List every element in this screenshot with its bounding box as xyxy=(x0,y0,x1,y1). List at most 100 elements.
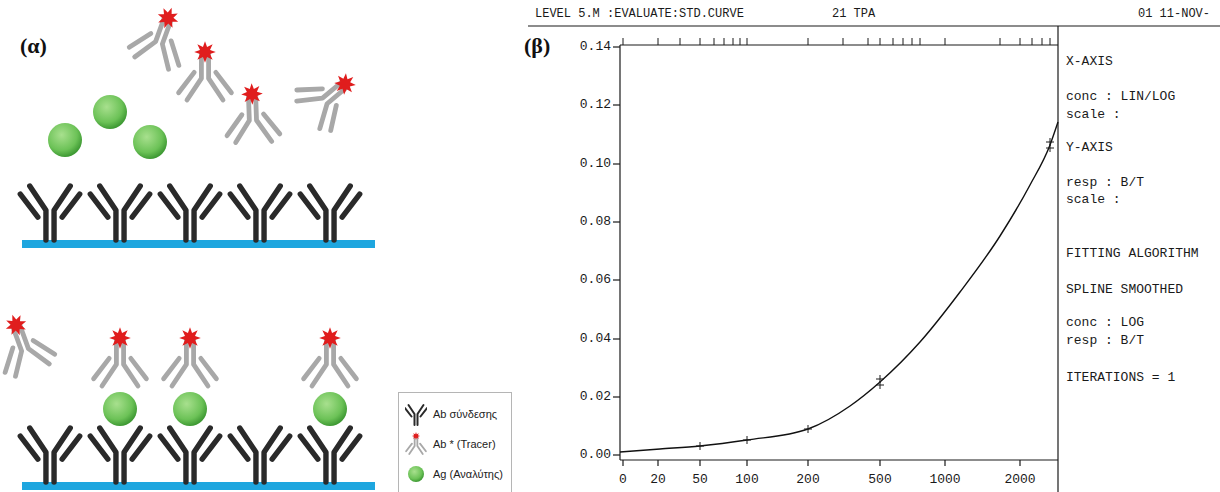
antibody-chain xyxy=(342,436,360,459)
top-minor-tick xyxy=(680,38,681,45)
x-tick-label: 100 xyxy=(735,473,758,487)
x-tick xyxy=(1019,460,1020,466)
tracer-label-star xyxy=(241,83,263,105)
tracer-label-star xyxy=(194,41,216,63)
antibody-chain xyxy=(202,436,220,459)
antibody-chain xyxy=(62,436,80,459)
header-text: LEVEL 5.M :EVALUATE:STD.CURVE xyxy=(535,8,744,21)
antibody-chain xyxy=(132,436,150,459)
top-minor-tick xyxy=(658,38,659,45)
capture-antibody xyxy=(300,428,359,482)
y-axis xyxy=(619,45,620,460)
antibody-chain xyxy=(0,326,29,376)
antibody-chain xyxy=(164,41,186,66)
antibody-chain xyxy=(264,113,280,134)
antibody-chain xyxy=(94,358,110,378)
antibody-chain xyxy=(300,194,318,217)
data-point-mark xyxy=(880,375,881,383)
x-tick-label: 200 xyxy=(796,473,819,487)
antibody-chain xyxy=(0,348,20,373)
top-minor-tick xyxy=(1000,38,1001,45)
capture-antibody xyxy=(20,428,79,482)
antibody-chain xyxy=(420,444,426,452)
x-tick xyxy=(944,460,945,466)
tracer-label-star xyxy=(330,69,360,99)
top-minor-tick xyxy=(1020,38,1021,45)
settings-text: resp : B/T xyxy=(1066,334,1144,348)
antibody-chain xyxy=(20,436,38,459)
legend-text: Ab * (Tracer) xyxy=(433,438,496,450)
x-tick-label: 1000 xyxy=(929,473,960,487)
antibody-chain xyxy=(297,77,323,102)
y-tick xyxy=(613,46,620,47)
solid-phase xyxy=(22,240,375,248)
y-tick xyxy=(613,454,620,455)
y-tick-label: 0.04 xyxy=(580,332,611,346)
y-tick xyxy=(613,279,620,280)
top-minor-tick xyxy=(700,38,701,45)
antibody-chain xyxy=(230,436,248,459)
antigen-sphere xyxy=(313,392,347,426)
antibody-chain xyxy=(129,28,151,53)
y-tick-label: 0.08 xyxy=(580,215,611,229)
antibody-chain xyxy=(164,358,180,378)
y-tick-label: 0.06 xyxy=(580,273,611,287)
legend-text: Ab σύνδεσης xyxy=(433,408,497,420)
antibody-chain xyxy=(160,194,178,217)
antibody-chain xyxy=(226,115,242,136)
top-minor-tick xyxy=(880,38,881,45)
antibody-chain xyxy=(405,408,412,417)
tracer-antibody xyxy=(291,57,370,135)
legend-entry: Ab * (Tracer) xyxy=(405,429,503,459)
tracer-antibody xyxy=(127,0,197,72)
antibody-chain xyxy=(179,72,195,92)
y-tick-label: 0.12 xyxy=(580,98,611,112)
top-minor-tick xyxy=(733,38,734,45)
top-minor-tick xyxy=(893,38,894,45)
y-tick xyxy=(613,396,620,397)
top-minor-tick xyxy=(623,38,624,45)
antibody-chain xyxy=(304,358,320,378)
tracer-label-star xyxy=(154,4,182,32)
antigen-sphere xyxy=(103,392,137,426)
top-minor-tick xyxy=(808,38,809,45)
tracer-antibody xyxy=(406,432,426,454)
top-minor-tick xyxy=(714,38,715,45)
capture-antibody xyxy=(160,428,219,482)
antigen-sphere xyxy=(408,466,424,482)
y-tick-label: 0.14 xyxy=(580,40,611,54)
capture-antibody xyxy=(230,186,289,240)
antibody-chain xyxy=(272,436,290,459)
x-tick xyxy=(807,460,808,466)
top-minor-tick xyxy=(903,38,904,45)
capture-antibody xyxy=(90,186,149,240)
antigen-sphere xyxy=(133,125,167,159)
tracer-label-star xyxy=(179,327,201,349)
top-minor-tick xyxy=(740,38,741,45)
x-tick-label: 2000 xyxy=(1004,473,1035,487)
x-tick xyxy=(699,460,700,466)
settings-text: scale : xyxy=(1066,108,1121,122)
tracer-label-star xyxy=(412,432,420,440)
legend-box: Ab σύνδεσηςAb * (Tracer)Ag (Αναλύτης) xyxy=(398,392,512,492)
panel-label: (β) xyxy=(524,34,550,58)
capture-antibody xyxy=(300,186,359,240)
x-tick-label: 500 xyxy=(868,473,891,487)
y-tick xyxy=(613,104,620,105)
antibody-chain xyxy=(20,194,38,217)
settings-text: conc : LOG xyxy=(1066,316,1144,330)
top-minor-tick xyxy=(724,38,725,45)
tracer-label-star xyxy=(319,327,341,349)
x-tick xyxy=(622,460,623,466)
y-tick-label: 0.10 xyxy=(580,157,611,171)
x-tick xyxy=(746,460,747,466)
top-minor-tick xyxy=(843,38,844,45)
antibody-chain xyxy=(230,194,248,217)
capture-antibody xyxy=(20,186,79,240)
settings-text: ITERATIONS = 1 xyxy=(1066,371,1175,385)
tracer-antibody xyxy=(225,82,280,143)
panel-label: (α) xyxy=(20,34,47,58)
